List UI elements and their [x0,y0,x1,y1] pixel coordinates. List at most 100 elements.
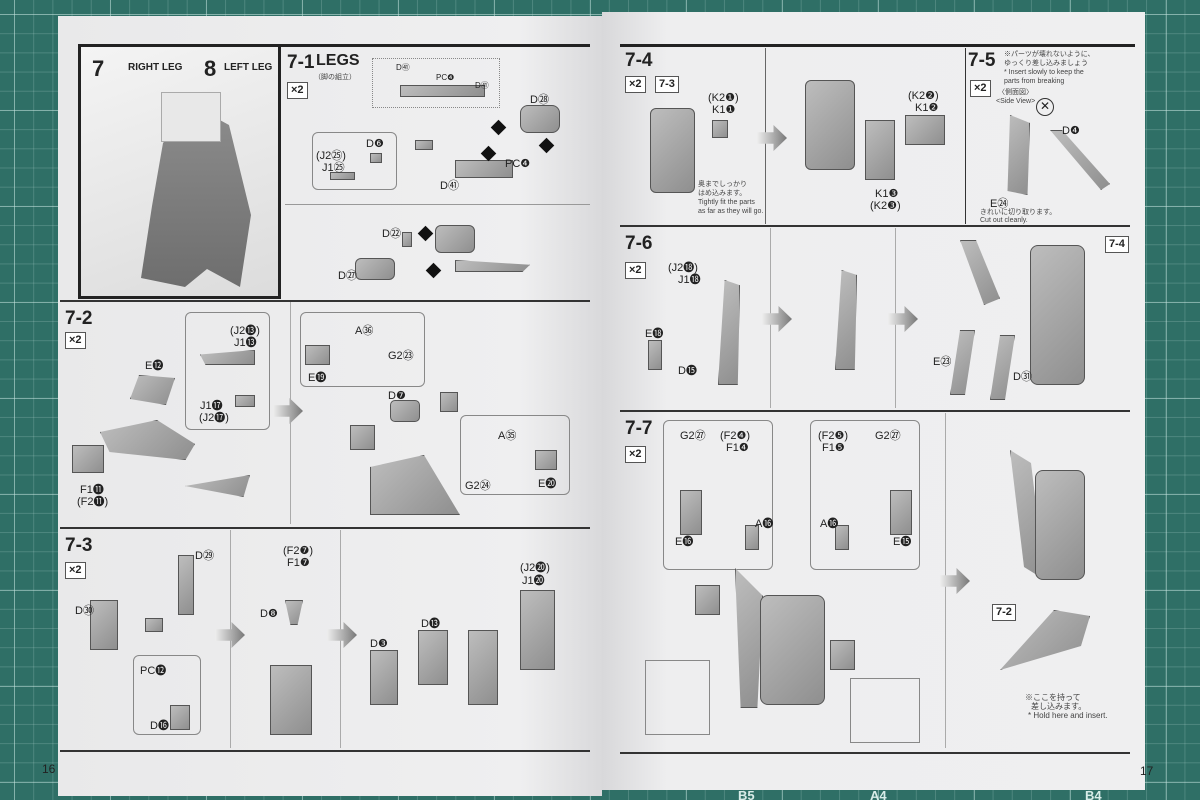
part-label: D❻ [366,138,384,150]
part-label: D❸ [370,638,388,650]
part-label: (J2㉕) [316,150,346,162]
part-label: F1⓫ [80,484,104,496]
part-d28 [520,105,560,133]
note-en: Tightly fit the parts [698,199,755,206]
part-label: (F2⓫) [77,496,109,508]
part-label: D㊶ [396,63,410,72]
page-number: 17 [1140,764,1154,778]
divider [78,44,590,47]
part [235,395,255,407]
part-label: D❼ [388,390,406,402]
part-label: (F2❺) [818,430,849,442]
quantity-badge: ×2 [625,262,646,279]
part-label: E⓳ [308,372,327,384]
step-7-1-title: LEGS [316,52,360,69]
part-label: A⓰ [755,518,774,530]
detail-inset [645,660,710,735]
part-label: D❹ [1062,125,1080,137]
part [440,392,458,412]
note-en: as far as they will go. [698,208,764,215]
reference-step-badge: 7-3 [655,76,679,93]
part-label: (K2❶) [708,92,739,104]
page-number: 16 [42,762,56,776]
detail-callout [460,415,570,495]
note-jp: 差し込みます。 [1031,702,1087,711]
no-cutting-icon: ✕ [1036,98,1054,116]
part-label: J1⓱ [200,400,223,412]
step-label: LEFT LEG [224,62,273,73]
part [760,595,825,705]
part-e19 [305,345,330,365]
part-label: PC⓬ [140,665,167,677]
part-label: J1⓭ [234,337,257,349]
divider [60,300,590,302]
part [805,80,855,170]
part-label: G2㉔ [465,480,491,492]
step-number: 8 [204,56,217,81]
part-d22 [402,232,412,247]
mat-label: B4 [1085,788,1102,800]
note-jp: ※ここを持って [1025,693,1081,702]
part-k1 [712,120,728,138]
part [695,585,720,615]
step-7-4-number: 7-4 [625,50,653,71]
quantity-badge: ×2 [625,446,646,463]
part-label: PC❹ [436,73,455,82]
part [418,630,448,685]
part-label: G2㉗ [875,430,901,442]
part-label: A㉟ [498,430,517,442]
part-label: PC❹ [505,158,531,170]
step-7-1-subtitle: （脚の組立） [314,74,356,81]
part [435,225,475,253]
part-label: (F2❼) [283,545,314,557]
part-j1 [330,172,355,180]
part-label: D⓰ [150,720,169,732]
note-jp: ゆっくり差し込みましょう [1004,60,1088,67]
note-en: parts from breaking [1004,78,1065,85]
part-label: J1⓲ [678,274,701,286]
divider [620,44,1135,47]
step-7-2-number: 7-2 [65,308,93,329]
quantity-badge: ×2 [287,82,308,99]
divider [60,750,590,752]
part-label: J1㉕ [322,162,345,174]
part [370,650,398,705]
part-d27 [355,258,395,280]
detail-callout [312,132,397,190]
part [415,140,433,150]
part-d29 [178,555,194,615]
divider [620,225,1130,227]
leg-photo-box [78,44,281,299]
part-d41 [455,160,513,178]
part-k1-2 [905,115,945,145]
part [520,590,555,670]
side-view-label: <Side View> [996,98,1036,105]
part-label: F1❺ [822,442,845,454]
part-d41 [400,85,485,97]
part-label: D㉙ [195,550,214,562]
detail-inset [372,58,500,108]
part [1035,470,1085,580]
part-label: D㊶ [475,81,489,90]
note-en: * Hold here and insert. [1028,711,1108,720]
divider [965,48,966,224]
detail-callout [663,420,773,570]
quantity-badge: ×2 [625,76,646,93]
step-7-5-number: 7-5 [968,50,996,71]
part-e20 [535,450,557,470]
part-d30 [90,600,118,650]
step-7-3-number: 7-3 [65,535,93,556]
detail-callout [185,312,270,430]
part-label: A㊱ [355,325,374,337]
part-label: K1❸ [875,188,899,200]
part [270,665,312,735]
part-f1 [72,445,104,473]
divider [620,410,1130,412]
mat-label: A4 [870,788,887,800]
part-label: (F2❹) [720,430,751,442]
part [350,425,375,450]
part [650,108,695,193]
part-label: (J2⓭) [230,325,260,337]
part-e18 [648,340,662,370]
detail-callout [300,312,425,387]
